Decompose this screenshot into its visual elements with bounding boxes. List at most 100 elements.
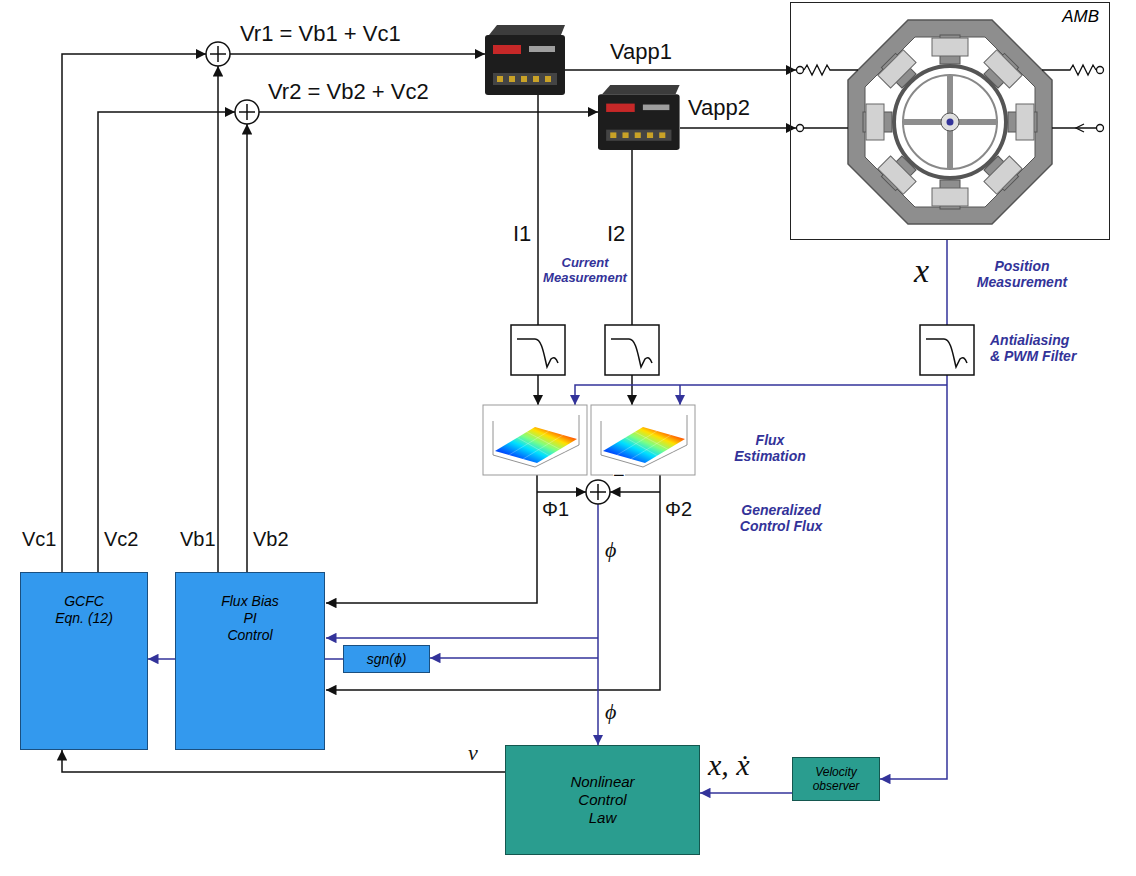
blue-wire [575,385,947,405]
rotor [941,113,959,131]
coil [932,38,968,56]
rotor [894,66,1006,178]
bearing-housing: AMB [790,2,1110,240]
black-wire [610,491,660,493]
black-wire [259,111,598,113]
surface-plot [591,405,695,475]
amplifier-image [635,132,641,138]
coil-terminal [804,65,858,75]
pi-controller-block: Flux Bias PI Control [175,572,325,750]
amplifier-image [598,85,680,150]
amplifier-image [610,132,665,138]
filter-symbol [511,325,565,375]
signal-name: ϕ [605,700,616,724]
summing-junction [586,480,610,504]
coil [1016,104,1034,140]
magnetic-bearing [848,20,1052,224]
sign-symbol: − [613,464,625,486]
amplifier-image [659,132,665,138]
amplifier-image [493,45,521,54]
amplifier-image [610,132,616,138]
signal-name: Vb1 [180,528,216,550]
annotation: Position Measurement [972,258,1072,290]
amplifier-image [509,76,515,82]
block-label: Flux Bias PI Control [220,593,280,643]
black-wire [217,66,219,572]
signal-name: Vapp1 [610,40,672,64]
black-wire [62,54,206,572]
coil [866,38,1034,206]
signal-equation: Vr2 = Vb2 + Vc2 [268,80,429,104]
coil-terminal [1076,124,1084,132]
black-wire [230,53,485,55]
coil [932,188,968,206]
edge-label: x, ẋ [708,748,750,781]
blue-wire [430,657,598,659]
amplifier-image [485,35,565,95]
filter-symbol [920,325,974,375]
observer-block: Velocity observer [792,757,880,801]
coil-terminal [797,125,804,132]
annotation: Generalized Control Flux [734,502,828,534]
coil-terminal [1097,67,1104,74]
block-label: GCFC Eqn. (12) [52,593,116,627]
coil-terminal [804,127,848,128]
black-wire [631,375,633,405]
black-wire [537,95,539,325]
coil-terminal [797,67,804,74]
annotation: Flux Estimation [728,432,812,464]
rotor [903,75,997,169]
blue-wire [326,385,947,745]
surface-plot [509,431,567,459]
amplifier-image [606,130,671,141]
block-label: Velocity observer [805,765,867,794]
rotor [894,66,1006,178]
surface-plot [493,415,579,467]
summing-junction [210,46,226,62]
black-wire [631,150,633,325]
amplifier-image [497,76,551,82]
black-wire [326,475,660,690]
black-wire [537,491,586,493]
surface-plot [601,415,687,467]
annotation: Current Measurement [541,256,629,286]
black-wire [565,69,796,71]
summing-junction [239,104,255,120]
rotor [903,75,997,169]
amplifier-image [529,46,555,52]
amplifier-image [622,132,628,138]
amplifier-image [497,76,503,82]
summing-junction [235,100,259,124]
rotor [947,119,954,126]
surface-plot [495,427,577,463]
filter-symbol [926,339,967,367]
black-wire [680,127,796,129]
filter-symbol [611,339,652,367]
surface-plot [603,427,685,463]
amplifier-image [489,25,565,35]
coil-terminal [797,65,1104,132]
blue-wire [679,385,681,405]
signal-name: Vb2 [253,528,289,550]
magnetic-bearing [848,20,1052,224]
amplifier-image [485,25,565,95]
signal-name: x [914,252,929,289]
signal-name: I2 [607,222,625,246]
gcfc-block: GCFC Eqn. (12) [20,572,148,750]
black-wire [98,112,235,572]
black-wire [62,54,796,690]
amplifier-image [643,105,670,111]
amplifier-image [545,76,551,82]
signal-name: Vc2 [104,528,138,550]
signal-equation: Vr1 = Vb1 + Vc1 [240,22,401,46]
signal-connector [62,750,505,772]
sign-function-block: sgn(ϕ) [343,645,430,673]
summing-junction [590,484,606,500]
block-label: Nonlinear Control Law [567,773,639,827]
signal-name: Vapp2 [688,96,750,120]
filter-symbol [605,325,659,375]
black-wire [246,124,248,572]
amplifier-image [606,104,635,112]
filter-symbol [605,325,659,375]
